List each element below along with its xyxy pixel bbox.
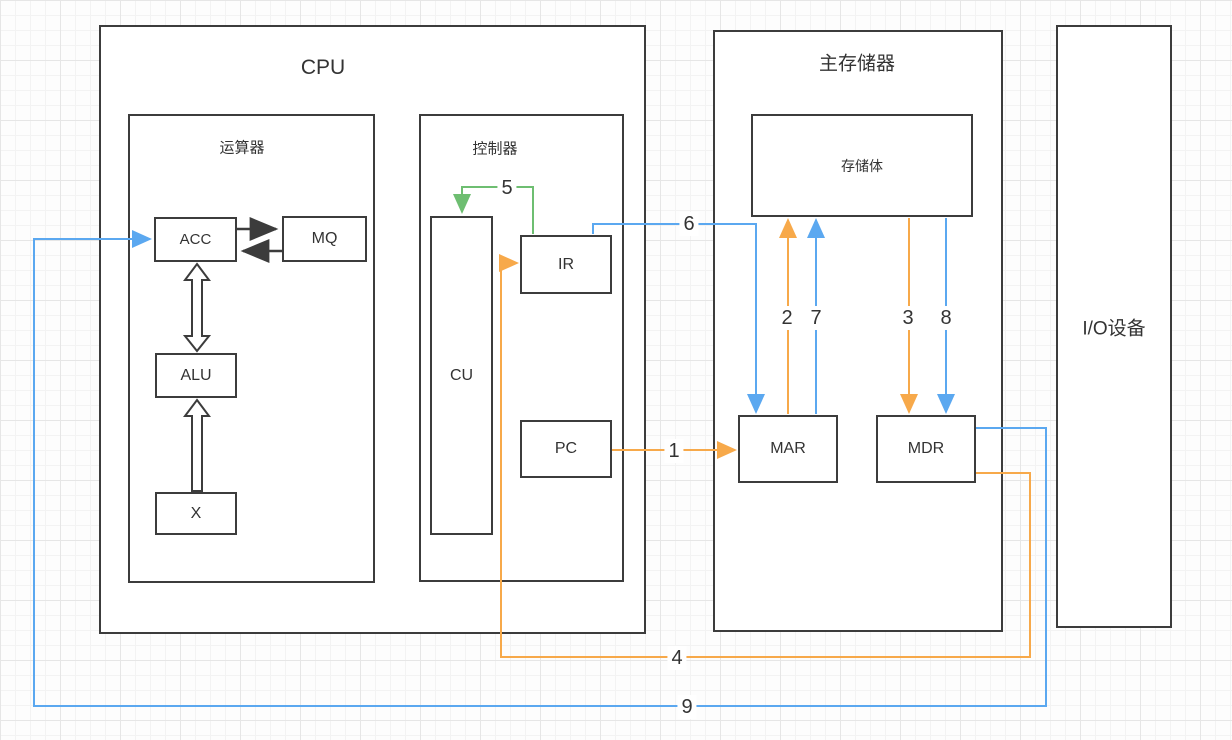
mq-label: MQ	[311, 230, 338, 247]
pc-label: PC	[554, 440, 578, 457]
io-device-title: I/O设备	[1082, 318, 1146, 340]
alu-block: ALU	[155, 353, 237, 398]
step-label-8: 8	[936, 306, 956, 330]
cu-block: CU	[430, 216, 493, 535]
ir-register: IR	[520, 235, 612, 294]
control-unit-title: 控制器	[472, 140, 518, 158]
step-label-9: 9	[677, 695, 697, 719]
mq-register: MQ	[282, 216, 367, 262]
cpu-title: CPU	[300, 56, 346, 79]
acc-label: ACC	[179, 231, 212, 248]
pc-register: PC	[520, 420, 612, 478]
step-label-5: 5	[497, 176, 517, 200]
storage-body-label: 存储体	[841, 157, 883, 174]
mdr-register: MDR	[876, 415, 976, 483]
storage-body-block: 存储体	[751, 114, 973, 217]
mar-register: MAR	[738, 415, 838, 483]
step-label-4: 4	[667, 646, 687, 670]
step-label-2: 2	[777, 306, 797, 330]
cu-label: CU	[449, 366, 474, 384]
acc-register: ACC	[154, 217, 237, 262]
step-label-6: 6	[679, 212, 699, 236]
alu-label: ALU	[180, 366, 212, 384]
step-label-3: 3	[898, 306, 918, 330]
mar-label: MAR	[770, 440, 806, 457]
step-label-1: 1	[664, 439, 684, 463]
step-label-7: 7	[806, 306, 826, 330]
main-memory-title: 主存储器	[818, 53, 896, 75]
x-label: X	[190, 504, 202, 522]
arithmetic-unit-title: 运算器	[219, 139, 265, 157]
x-register: X	[155, 492, 237, 535]
io-device-container	[1056, 25, 1172, 628]
mdr-label: MDR	[907, 440, 945, 457]
ir-label: IR	[558, 255, 574, 273]
